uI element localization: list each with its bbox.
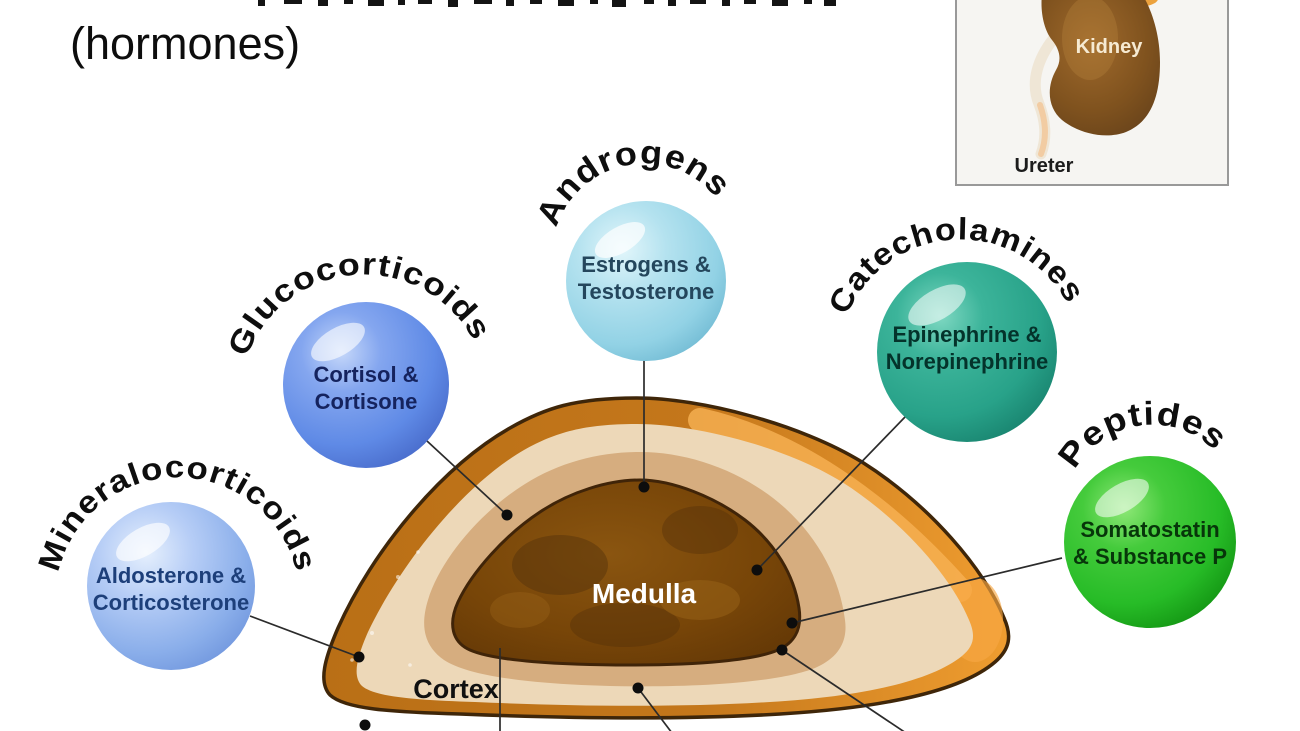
kidney-label: Kidney (1076, 36, 1144, 58)
androgens-hormones-line2: Testosterone (578, 279, 715, 304)
line-peptides (791, 557, 1063, 624)
gloss-highlight (594, 222, 646, 258)
gloss-highlight (908, 284, 966, 326)
peptides-hormones-line2: & Substance P (1073, 544, 1227, 569)
adrenal-gland-cross-section: Medulla Cortex (322, 396, 1011, 720)
line-cortex-bottom-callout (637, 687, 672, 731)
dot-medulla-top (638, 481, 650, 493)
gloss-highlight (116, 522, 170, 562)
peptides-ball-icon (1064, 456, 1236, 628)
connector-lines (249, 360, 1063, 731)
dot-inner-ring (776, 644, 788, 656)
dot-cortex-upper (501, 509, 513, 521)
kidney-inset: Kidney Ureter (955, 0, 1229, 186)
line-inner-ring-callout (781, 649, 905, 731)
sphere-peptides: Somatostatin & Substance P Peptides (1050, 394, 1236, 628)
marker-dots (353, 481, 798, 731)
dot-cortex-bottom (632, 682, 644, 694)
kidney-icon (1041, 0, 1160, 136)
medulla-mottling (490, 506, 740, 647)
dot-capsule-bottom-left (359, 719, 371, 731)
medulla-label: Medulla (592, 578, 697, 609)
peptides-hormones-line1: Somatostatin (1080, 517, 1219, 542)
line-catecholamines (756, 416, 906, 571)
androgens-hormones-line1: Estrogens & (581, 252, 711, 277)
glucocorticoids-hormones-line1: Cortisol & (313, 362, 418, 387)
dot-medulla-right (786, 617, 798, 629)
catecholamines-hormones-line2: Norepinephrine (886, 349, 1049, 374)
glucocorticoids-hormones-line2: Cortisone (315, 389, 418, 414)
ureter-label: Ureter (1015, 155, 1074, 177)
dot-medulla-center (751, 564, 763, 576)
page-title: (hormones) (70, 18, 300, 69)
line-glucocorticoids (426, 440, 508, 516)
catecholamines-hormones-line1: Epinephrine & (892, 322, 1041, 347)
mineralocorticoids-hormones-line2: Corticosterone (93, 590, 249, 615)
gloss-highlight (311, 322, 365, 362)
dot-capsule-left (353, 651, 365, 663)
cropped-text-fragments (258, 0, 836, 7)
ureter-icon (1029, 32, 1060, 160)
gloss-highlight (1095, 478, 1149, 518)
mineralocorticoids-hormones-line1: Aldosterone & (96, 563, 246, 588)
line-mineralocorticoids (249, 615, 360, 658)
cortex-label: Cortex (413, 674, 499, 704)
